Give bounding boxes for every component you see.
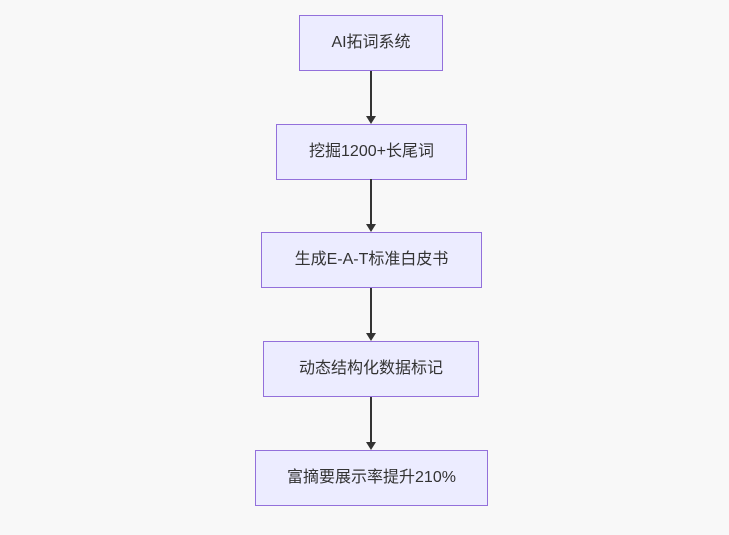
flow-node-longtail-keywords: 挖掘1200+长尾词 xyxy=(276,124,467,180)
arrow-down-connector xyxy=(370,71,372,116)
flow-node-structured-data-markup: 动态结构化数据标记 xyxy=(263,341,479,397)
flow-node-label: AI拓词系统 xyxy=(331,34,411,51)
flow-node-label: 富摘要展示率提升210% xyxy=(287,469,456,486)
flow-node-eat-whitepaper: 生成E-A-T标准白皮书 xyxy=(261,232,482,288)
arrow-down-connector xyxy=(370,179,372,224)
flow-node-ai-expansion-system: AI拓词系统 xyxy=(299,15,443,71)
flow-node-label: 动态结构化数据标记 xyxy=(298,360,443,377)
flow-node-rich-snippet-result: 富摘要展示率提升210% xyxy=(255,450,488,506)
arrow-down-connector xyxy=(370,397,372,442)
flow-node-label: 挖掘1200+长尾词 xyxy=(309,143,434,160)
arrow-down-connector xyxy=(370,288,372,333)
flow-node-label: 生成E-A-T标准白皮书 xyxy=(294,251,449,268)
